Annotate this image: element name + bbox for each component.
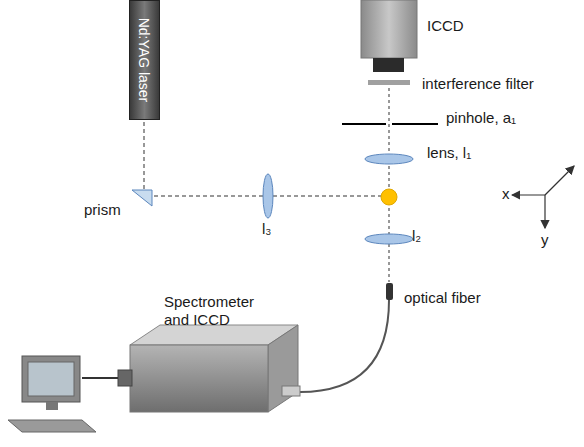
part-label: interference filter	[422, 76, 534, 93]
filter-plate	[368, 80, 410, 85]
sample	[381, 189, 397, 205]
laser-beam	[144, 122, 381, 196]
camera-body	[361, 0, 417, 58]
part-label: l₂	[412, 228, 421, 245]
monitor-screen	[28, 362, 74, 396]
lens-l1	[365, 154, 413, 164]
iccd-camera: ICCD	[361, 0, 417, 58]
pinhole-plate	[342, 123, 386, 125]
x-axis	[512, 194, 545, 195]
box-port	[118, 370, 132, 386]
pinhole-plate	[392, 123, 438, 125]
part-label: l₃	[262, 221, 271, 238]
spectrometer-box: Spectrometer and ICCD	[130, 345, 298, 412]
node-label: Spectrometer and ICCD	[164, 293, 274, 329]
box-side	[268, 325, 298, 412]
laser-box: Nd:YAG laser	[129, 0, 160, 120]
monitor-frame	[22, 356, 80, 402]
computer-base	[8, 420, 96, 432]
data-cable	[82, 377, 118, 379]
fiber-connector	[386, 283, 393, 300]
monitor-stand	[46, 402, 58, 410]
part-label: x	[502, 186, 510, 203]
part-label: optical fiber	[404, 290, 481, 307]
camera-lens	[373, 58, 404, 72]
node-label: ICCD	[427, 17, 464, 35]
box-front	[130, 345, 268, 412]
part-label: y	[541, 232, 549, 249]
node-label: Nd:YAG laser	[137, 18, 153, 103]
z-axis	[545, 166, 574, 195]
part-label: lens, l₁	[427, 145, 471, 162]
optical-fiber-cable	[300, 300, 389, 392]
lens-l3	[263, 174, 273, 218]
fiber-port	[282, 386, 300, 396]
optical-axis	[388, 88, 390, 282]
prism-shape	[132, 190, 152, 206]
y-axis	[544, 195, 545, 228]
lens-l2	[365, 234, 413, 244]
part-label: pinhole, a₁	[446, 110, 516, 127]
part-label: prism	[84, 202, 121, 219]
